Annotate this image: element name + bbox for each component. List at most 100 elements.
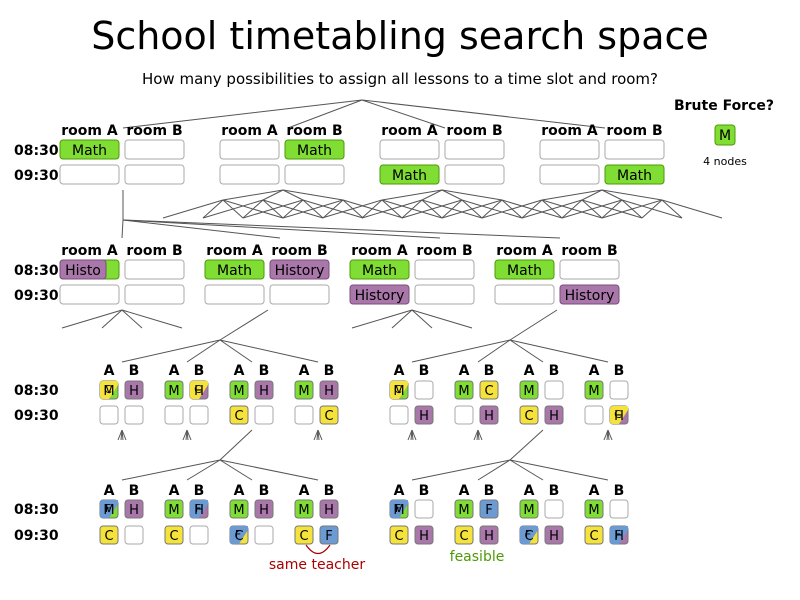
tile-label: H — [419, 409, 429, 424]
tile-label: M — [458, 503, 469, 518]
room-a-header: room A — [496, 243, 553, 259]
empty-slot — [414, 284, 475, 305]
col-a-header: A — [459, 483, 470, 499]
math-lesson-label: Math — [362, 263, 397, 279]
tree-edge — [441, 199, 463, 219]
lesson-tile — [479, 499, 499, 519]
lesson-tile — [519, 499, 539, 519]
tree-edge — [601, 189, 663, 201]
col-b-header: B — [129, 483, 140, 499]
col-a-header: A — [169, 363, 180, 379]
empty-slot — [254, 405, 274, 425]
empty-slot — [544, 380, 564, 400]
brute-force-heading: Brute Force? — [674, 98, 774, 114]
tree-edge — [561, 199, 623, 219]
col-a-header: A — [104, 483, 115, 499]
room-b-header: room B — [606, 123, 662, 139]
tree-edge — [61, 309, 123, 329]
empty-slot — [219, 164, 280, 185]
history-lesson — [559, 284, 620, 305]
tree-edge — [262, 189, 284, 201]
brute-force-tile-label: M — [719, 128, 731, 144]
overlapping-tile — [230, 526, 248, 544]
history-lesson — [349, 284, 410, 305]
math-lesson-label: Math — [72, 143, 107, 159]
tree-edge — [509, 459, 544, 481]
tree-edge — [282, 199, 344, 219]
math-lesson — [284, 139, 345, 160]
time-label-0830: 08:30 — [14, 143, 59, 159]
lesson-tile — [584, 499, 604, 519]
math-lesson-label: Math — [217, 263, 252, 279]
col-b-header: B — [129, 363, 140, 379]
col-b-header: B — [259, 483, 270, 499]
col-b-header: B — [549, 363, 560, 379]
tile-label: C — [104, 529, 113, 544]
overlapping-tile — [100, 500, 118, 518]
tree-edge — [401, 199, 423, 219]
tile-label-overlap: F — [525, 528, 531, 541]
empty-slot — [294, 405, 314, 425]
tile-label: M — [393, 384, 404, 399]
tile-label: C — [234, 409, 243, 424]
tree-edge — [162, 199, 224, 219]
tile-label-overlap: C — [104, 383, 112, 396]
lesson-tile — [319, 525, 339, 545]
time-label-0930: 09:30 — [14, 528, 59, 544]
tree-edge — [601, 199, 663, 219]
feasible-label: feasible — [450, 549, 505, 565]
overlapping-tile — [100, 381, 118, 399]
same-teacher-arc — [305, 544, 331, 555]
tree-edge — [317, 429, 323, 441]
empty-slot — [124, 164, 185, 185]
room-a-header: room A — [206, 243, 263, 259]
lesson-tile — [164, 525, 184, 545]
tree-edge — [122, 219, 281, 239]
tile-label: C — [324, 409, 333, 424]
tile-label: H — [549, 529, 559, 544]
empty-slot — [164, 405, 184, 425]
col-b-header: B — [194, 483, 205, 499]
tree-edge — [441, 199, 503, 219]
history-lesson-label: History — [355, 288, 405, 304]
col-a-header: A — [589, 363, 600, 379]
col-a-header: A — [524, 363, 535, 379]
col-a-header: A — [394, 483, 405, 499]
col-a-header: A — [524, 483, 535, 499]
lesson-tile — [164, 499, 184, 519]
tree-edge — [381, 189, 443, 201]
tree-edge — [411, 309, 473, 329]
empty-slot — [99, 405, 119, 425]
tile-label: H — [614, 529, 624, 544]
tree-edge — [219, 459, 319, 481]
tree-edge — [421, 189, 443, 201]
tree-edge — [222, 189, 284, 201]
room-b-header: room B — [446, 123, 502, 139]
tile-label: H — [614, 409, 624, 424]
tree-edge — [321, 199, 383, 219]
empty-slot — [584, 405, 604, 425]
tree-edge — [186, 459, 221, 481]
tree-edge — [122, 99, 363, 129]
col-a-header: A — [234, 483, 245, 499]
tree-edge — [121, 339, 221, 363]
empty-slot — [269, 284, 330, 305]
tree-edge — [219, 429, 253, 461]
tree-edge — [481, 199, 543, 219]
empty-slot — [59, 284, 120, 305]
empty-slot — [539, 139, 600, 160]
tree-edge — [541, 189, 603, 201]
tree-edge — [101, 309, 123, 329]
tree-edge — [509, 429, 544, 461]
math-lesson — [59, 139, 120, 160]
tree-edge — [121, 309, 143, 329]
lesson-tile — [99, 525, 119, 545]
tile-label: M — [233, 503, 244, 518]
math-lesson — [379, 164, 440, 185]
tile-label: F — [325, 529, 332, 544]
tree-edge — [361, 199, 423, 219]
tree-edge — [411, 459, 511, 481]
lesson-tile — [294, 380, 314, 400]
tree-edge — [282, 189, 344, 201]
math-lesson-label: Math — [392, 168, 427, 184]
